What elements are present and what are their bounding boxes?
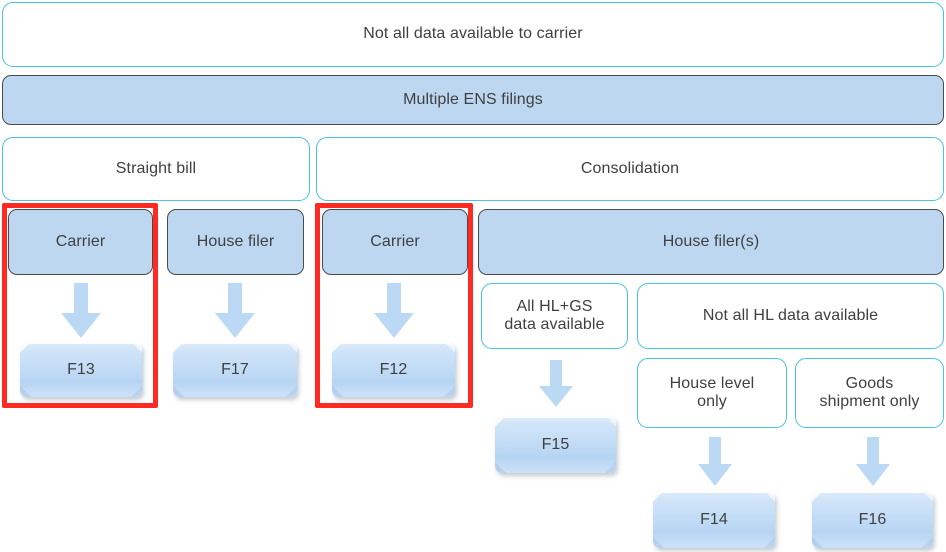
node-consolidation[interactable]: Consolidation (316, 137, 944, 201)
node-carrier-consolidation[interactable]: Carrier (322, 209, 468, 275)
arrow-goods-shipment-only-to-f16-icon (855, 437, 891, 487)
node-label: Straight bill (115, 159, 197, 177)
node-f15[interactable]: F15 (495, 417, 616, 473)
node-straight-bill[interactable]: Straight bill (2, 137, 310, 201)
node-label: F17 (221, 360, 249, 378)
node-label: All HL+GS data available (504, 297, 605, 333)
node-label: Not all data available to carrier (363, 25, 583, 43)
node-house-filer-straight-bill[interactable]: House filer (167, 209, 304, 275)
node-label: Carrier (55, 232, 106, 250)
node-goods-shipment-only[interactable]: Goods shipment only (795, 358, 944, 428)
node-multiple-ens-filings[interactable]: Multiple ENS filings (2, 75, 944, 125)
node-house-level-only[interactable]: House level only (637, 358, 787, 428)
node-label: F15 (541, 435, 570, 453)
node-label: House filer (196, 232, 275, 250)
arrow-all-hl-gs-to-f15-icon (538, 360, 574, 408)
node-all-hl-gs-data-available[interactable]: All HL+GS data available (481, 283, 628, 349)
node-label: F13 (67, 360, 95, 378)
arrow-house-level-only-to-f14-icon (697, 437, 733, 487)
node-label: F16 (858, 510, 887, 528)
node-label: F14 (700, 510, 728, 528)
node-f16[interactable]: F16 (812, 492, 933, 548)
node-f14[interactable]: F14 (653, 492, 775, 548)
node-house-filers-consolidation[interactable]: House filer(s) (478, 209, 944, 275)
node-label: Carrier (370, 232, 420, 250)
node-carrier-straight-bill[interactable]: Carrier (8, 209, 153, 275)
node-label: House level only (669, 374, 755, 410)
node-f12[interactable]: F12 (332, 343, 455, 397)
node-f17[interactable]: F17 (173, 343, 297, 397)
arrow-carrier-consol-to-f12-icon (373, 283, 415, 339)
node-not-all-data-available-to-carrier[interactable]: Not all data available to carrier (2, 2, 944, 67)
node-f13[interactable]: F13 (20, 343, 142, 397)
arrow-carrier-straight-to-f13-icon (60, 283, 102, 339)
node-label: F12 (379, 360, 408, 378)
node-label: House filer(s) (662, 232, 760, 250)
node-not-all-hl-data-available[interactable]: Not all HL data available (637, 283, 944, 349)
arrow-house-filer-straight-to-f17-icon (214, 283, 256, 339)
node-label: Multiple ENS filings (403, 90, 543, 108)
node-label: Not all HL data available (702, 306, 879, 324)
node-label: Consolidation (580, 159, 680, 177)
node-label: Goods shipment only (819, 374, 920, 410)
